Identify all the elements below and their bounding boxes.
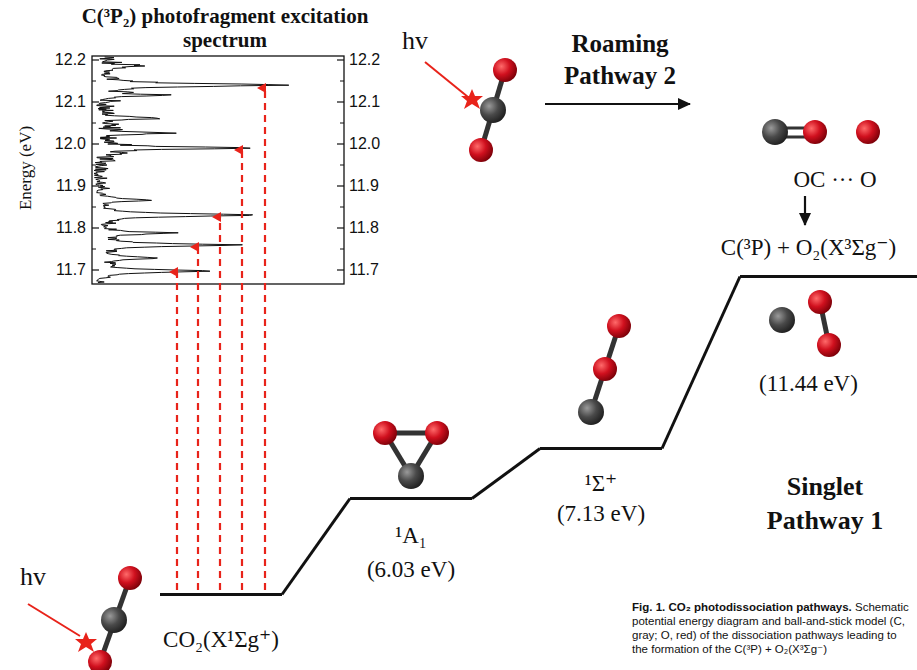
major-tick bbox=[92, 143, 99, 144]
major-tick bbox=[337, 269, 344, 270]
energy-value: (6.03 eV) bbox=[350, 556, 472, 584]
energy-level: CO₂(X¹Σg⁺) bbox=[160, 593, 282, 665]
level-line bbox=[740, 275, 917, 278]
tick-label: 11.9 bbox=[349, 176, 397, 196]
tick-label: 12.1 bbox=[349, 92, 397, 112]
state-label: OC ··· O bbox=[760, 166, 910, 194]
oc-o-molecule bbox=[762, 119, 880, 145]
tick-label: 12.1 bbox=[38, 92, 86, 112]
cyclic-co2-molecule bbox=[373, 421, 449, 489]
tick-label: 11.7 bbox=[38, 260, 86, 280]
pathway-slope bbox=[472, 449, 540, 499]
state-label: CO₂(X¹Σg⁺) bbox=[160, 626, 282, 654]
major-tick bbox=[337, 143, 344, 144]
excitation-arrows bbox=[177, 88, 265, 590]
flow-arrow bbox=[804, 196, 806, 225]
c-plus-o2-molecules bbox=[769, 290, 841, 357]
major-tick bbox=[92, 59, 99, 60]
pathway-slope bbox=[662, 277, 740, 449]
major-tick bbox=[92, 101, 99, 102]
caption-block: Fig. 1. CO₂ photodissociation pathways. … bbox=[632, 600, 914, 656]
major-tick bbox=[92, 227, 99, 228]
energy-value: (11.44 eV) bbox=[700, 370, 917, 398]
tick-label: 11.7 bbox=[349, 260, 397, 280]
major-tick bbox=[337, 185, 344, 186]
energy-level: C(³P) + O₂(X³Σg⁻) (11.44 eV) bbox=[700, 228, 917, 400]
photon-label: hv bbox=[402, 26, 442, 56]
tick-label: 12.2 bbox=[38, 50, 86, 70]
state-label: ¹A₁ bbox=[350, 522, 472, 550]
coo-molecule bbox=[578, 314, 631, 425]
photon-co2-top bbox=[425, 58, 517, 162]
minor-tick bbox=[92, 207, 96, 208]
tick-label: 12.0 bbox=[349, 134, 397, 154]
minor-tick bbox=[92, 165, 96, 166]
tick-label: 12.2 bbox=[349, 50, 397, 70]
state-label: ¹Σ⁺ bbox=[540, 470, 662, 498]
pathway-label: Singlet Pathway 1 bbox=[740, 470, 910, 538]
minor-tick bbox=[340, 249, 344, 250]
major-tick bbox=[337, 59, 344, 60]
spectrum-trace bbox=[94, 57, 289, 283]
fragment-state: OC ··· O bbox=[760, 112, 910, 194]
tick-label: 11.8 bbox=[349, 218, 397, 238]
pathway-slope bbox=[282, 499, 350, 595]
spectrum-frame bbox=[92, 56, 344, 284]
axis-title: Energy (eV) bbox=[16, 103, 36, 233]
minor-tick bbox=[92, 249, 96, 250]
major-tick bbox=[337, 227, 344, 228]
major-tick bbox=[92, 269, 99, 270]
photon-label: hv bbox=[20, 562, 60, 592]
minor-tick bbox=[92, 81, 96, 82]
tick-label: 11.8 bbox=[38, 218, 86, 238]
major-tick bbox=[92, 185, 99, 186]
caption-heading: Fig. 1. CO₂ photodissociation pathways. bbox=[632, 601, 852, 613]
energy-level: ¹Σ⁺(7.13 eV) bbox=[540, 447, 662, 527]
spectrum-title: C(³P₂) photofragment excitation spectrum bbox=[70, 4, 380, 52]
tick-label: 12.0 bbox=[38, 134, 86, 154]
major-tick bbox=[337, 101, 344, 102]
minor-tick bbox=[92, 123, 96, 124]
roaming-arrow bbox=[545, 104, 690, 105]
tick-label: 11.9 bbox=[38, 176, 86, 196]
energy-value: (7.13 eV) bbox=[540, 500, 662, 528]
state-label: C(³P) + O₂(X³Σg⁻) bbox=[700, 234, 917, 262]
minor-tick bbox=[340, 165, 344, 166]
minor-tick bbox=[340, 207, 344, 208]
spectrum-ticks bbox=[92, 60, 344, 270]
energy-level: ¹A₁ (6.03 eV) bbox=[350, 497, 472, 587]
minor-tick bbox=[340, 123, 344, 124]
pathway-label: Roaming Pathway 2 bbox=[530, 28, 710, 92]
minor-tick bbox=[340, 81, 344, 82]
